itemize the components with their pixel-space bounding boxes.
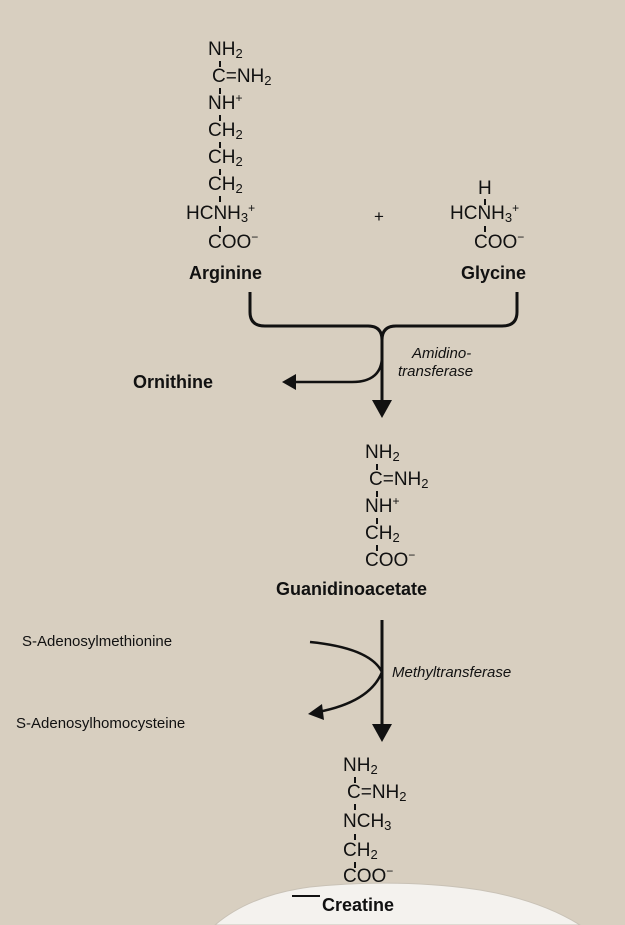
arginine-label: Arginine: [189, 263, 263, 283]
s-adenosylmethionine-label: S-Adenosylmethionine: [22, 633, 173, 650]
arginine-coo: COO−: [208, 230, 259, 253]
bond: [376, 464, 378, 470]
amidinotransferase-label-1: Amidino-: [412, 345, 472, 362]
bond: [219, 196, 221, 202]
creatine-ch2: CH2: [343, 840, 378, 862]
merge-bracket: [248, 292, 384, 341]
bond: [376, 545, 378, 551]
creatine-c-nh2: C=NH2: [347, 782, 407, 804]
creatine-nch3: NCH3: [343, 811, 392, 833]
arginine-ch2-3: CH2: [208, 174, 243, 196]
bond: [219, 169, 221, 175]
merge-bracket-right: [380, 292, 519, 341]
creatine-label: Creatine: [322, 895, 395, 915]
guanidinoacetate-ch2: CH2: [365, 523, 400, 545]
guanidinoacetate-coo: COO−: [365, 548, 416, 571]
bond: [376, 491, 378, 497]
arginine-hcnh3: HCNH3+: [186, 201, 256, 225]
arginine-ch2-1: CH2: [208, 120, 243, 142]
creatine-nh2: NH2: [343, 755, 378, 777]
page-curl: [214, 882, 581, 925]
ornithine-arrowhead: [282, 374, 296, 390]
bond: [219, 115, 221, 121]
bond: [354, 804, 356, 810]
methyltransferase-label: Methyltransferase: [392, 664, 512, 681]
glycine-hcnh3: HCNH3+: [450, 201, 520, 225]
arginine-nh2: NH2: [208, 39, 243, 61]
bond: [376, 518, 378, 524]
bond: [219, 61, 221, 67]
step1-arrowhead: [372, 400, 392, 418]
creatine-coo: COO−: [343, 864, 394, 887]
ornithine-label: Ornithine: [133, 372, 213, 392]
bond: [219, 226, 221, 232]
bond: [484, 199, 486, 205]
arginine-ch2-2: CH2: [208, 147, 243, 169]
glycine-coo: COO−: [474, 230, 525, 253]
bond: [354, 777, 356, 783]
amidinotransferase-label-2: transferase: [398, 363, 474, 380]
plus-sign: +: [374, 207, 384, 226]
guanidinoacetate-label: Guanidinoacetate: [276, 579, 428, 599]
bond: [219, 142, 221, 148]
step2-arrowhead: [372, 724, 392, 742]
sam-curve: [309, 640, 384, 714]
bond: [354, 834, 356, 840]
guanidinoacetate-c-nh2: C=NH2: [369, 469, 429, 491]
guanidinoacetate-nh2: NH2: [365, 442, 400, 464]
guanidinoacetate-nh-plus: NH+: [365, 494, 400, 517]
bond: [354, 862, 356, 868]
bond: [219, 88, 221, 94]
glycine-h: H: [478, 178, 492, 199]
ornithine-branch: [292, 355, 384, 384]
bond: [484, 226, 486, 232]
sah-arrowhead: [308, 704, 324, 720]
arginine-nh-plus: NH+: [208, 91, 243, 114]
s-adenosylhomocysteine-label: S-Adenosylhomocysteine: [16, 715, 186, 732]
glycine-label: Glycine: [461, 263, 527, 283]
arginine-c-nh2: C=NH2: [212, 66, 272, 88]
